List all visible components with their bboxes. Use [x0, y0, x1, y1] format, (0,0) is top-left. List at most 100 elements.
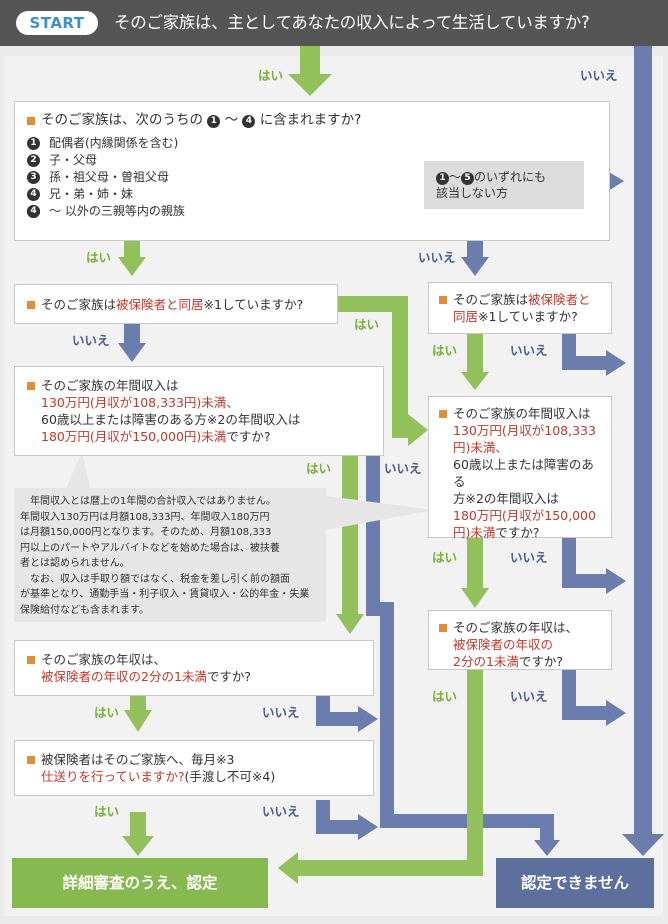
label-no-q1: いいえ: [418, 250, 456, 265]
qL4-a: 被保険者はそのご家族へ、毎月※3: [41, 752, 235, 767]
qL1-b: 被保険者と同居: [116, 297, 204, 312]
q1-pre: そのご家族は、次のうちの: [41, 112, 203, 128]
note-line: は月額150,000円となります。そのため、月額108,333: [20, 527, 272, 538]
q1-mid: 〜: [224, 112, 239, 128]
question-half-income-left-text: そのご家族の年収は、 被保険者の年収の2分の1未満ですか?: [27, 651, 361, 685]
label-yes-qr2: はい: [432, 550, 458, 565]
start-badge: START: [16, 11, 98, 35]
label-no-ql1: いいえ: [72, 333, 110, 348]
question-remittance-text: 被保険者はそのご家族へ、毎月※3 仕送りを行っていますか?(手渡し不可※4): [27, 751, 361, 785]
qL3-b: 被保険者の年収の2分の1未満: [41, 669, 207, 684]
note-pointer: [66, 452, 90, 488]
label-no-ql4: いいえ: [262, 804, 300, 819]
note-line: 者とは認められません。: [20, 558, 130, 569]
label-no-qr1: いいえ: [510, 343, 548, 358]
none-mid: 〜: [449, 170, 462, 184]
num-2-icon: 2: [27, 154, 40, 167]
note-line: 年間収入130万円は月額108,333円、年間収入180万円: [20, 511, 270, 523]
qR2-d2: 円)未満: [453, 525, 496, 540]
label-no-start: いいえ: [580, 68, 618, 83]
qR2-b1: 130万円(月収が108,333: [453, 423, 596, 438]
list-item-text: 兄・弟・姉・妹: [49, 187, 134, 201]
label-no-qr2: いいえ: [510, 550, 548, 565]
arrow-yes-qr1: [461, 334, 489, 390]
arrow-yes-q1: [118, 241, 146, 276]
num-4-icon: 4: [27, 205, 40, 218]
label-yes-start: はい: [258, 68, 284, 83]
arrow-no-ql1: [118, 323, 146, 362]
num-4-icon: 4: [242, 115, 256, 128]
label-yes-qr3: はい: [432, 689, 458, 704]
note-line: が基準となり、通勤手当・利子収入・賃貸収入・公的年金・失業: [20, 589, 310, 600]
qL2-c: 60歳以上または障害のある方※2の年間収入は: [41, 412, 301, 427]
result-deny: 認定できません: [496, 858, 654, 908]
qR3-c: ですか?: [518, 654, 564, 669]
question-income-left-text: そのご家族の年間収入は 130万円(月収が108,333円)未満、 60歳以上ま…: [27, 377, 371, 445]
qR2-d1: 180万円(月収が150,000: [453, 508, 596, 523]
list-item: 51 〜 4 以外の三親等内の親族: [27, 203, 597, 220]
num-1-icon: 1: [436, 172, 449, 185]
arrow-yes-ql1: [338, 296, 428, 446]
list-item-text: 以外の三親等内の親族: [64, 204, 185, 218]
arrow-no-qr2: [562, 538, 626, 594]
income-note: 年間収入とは暦上の1年間の合計収入ではありません。 年間収入130万円は月額10…: [14, 488, 326, 622]
arrow-no-main: [622, 46, 664, 856]
list-item: 3 孫・祖父母・曽祖父母: [27, 169, 597, 186]
question-relationship: そのご家族は、次のうちの 1 〜 4 に含まれますか? 1 配偶者(内縁関係を含む…: [14, 101, 610, 241]
label-yes-ql1: はい: [354, 317, 380, 332]
question-relationship-text: そのご家族は、次のうちの 1 〜 4 に含まれますか?: [27, 112, 597, 129]
qR1-a: そのご家族は: [453, 292, 529, 307]
qL2-d: 180万円(月収が150,000円)未満: [41, 429, 227, 444]
qL2-a: そのご家族の年間収入は: [41, 378, 179, 393]
arrow-no-qr1: [562, 334, 626, 376]
list-item-text: 孫・祖父母・曽祖父母: [49, 170, 170, 184]
q1-post: に含まれますか?: [259, 112, 362, 128]
qR2-b2: 円)未満、: [453, 440, 508, 455]
qL3-a: そのご家族の年収は、: [41, 652, 167, 667]
qL1-c: ※1していますか?: [203, 297, 304, 312]
none-line2: 該当しない方: [436, 186, 509, 200]
note-line: 年間収入とは暦上の1年間の合計収入ではありません。: [20, 496, 277, 507]
qR1-b2: 同居: [453, 309, 479, 324]
label-no-ql3: いいえ: [262, 705, 300, 720]
note-line: なお、収入は手取り額ではなく、税金を差し引く前の額面: [20, 573, 290, 585]
qR3-b1: 被保険者の年収の: [453, 637, 554, 652]
label-yes-q1: はい: [86, 250, 112, 265]
question-income-left: そのご家族の年間収入は 130万円(月収が108,333円)未満、 60歳以上ま…: [14, 366, 384, 456]
label-yes-ql3: はい: [94, 705, 120, 720]
question-cohabit-left-text: そのご家族は被保険者と同居※1していますか?: [27, 296, 325, 313]
label-no-qr3: いいえ: [510, 689, 548, 704]
arrow-yes-qr2: [461, 538, 489, 608]
qR2-e: ですか?: [495, 525, 540, 540]
qL2-e: ですか?: [226, 429, 271, 444]
list-item-text: 配偶者(内縁関係を含む): [49, 136, 179, 150]
note-line: 保険給付なども含まれます。: [20, 604, 149, 616]
question-cohabit-right-text: そのご家族は被保険者と 同居※1していますか?: [439, 291, 601, 325]
label-yes-ql4: はい: [94, 804, 120, 819]
qL2-b: 130万円(月収が108,333円)未満、: [41, 395, 239, 410]
arrow-no-q1: [461, 241, 489, 276]
arrow-yes-ql4: [122, 812, 154, 856]
arrow-no-ql4: [316, 800, 378, 840]
num-5-icon: 5: [461, 172, 475, 185]
note-pointer-right: [326, 496, 434, 530]
num-1-icon: 1: [207, 115, 221, 128]
result-approve: 詳細審査のうえ、認定: [12, 858, 268, 908]
qR2-c2: 方※2の年間収入は: [453, 491, 559, 506]
qR2-c1: 60歳以上または障害のある: [453, 457, 594, 489]
list-item-mid: 〜: [49, 204, 62, 218]
num-3-icon: 3: [27, 171, 40, 184]
question-cohabit-left: そのご家族は被保険者と同居※1していますか?: [14, 284, 338, 324]
question-half-income-right-text: そのご家族の年収は、 被保険者の年収の 2分の1未満ですか?: [439, 619, 601, 670]
arrow-yes-ql2: [336, 456, 364, 634]
label-yes-ql2: はい: [306, 461, 332, 476]
header-bar: START そのご家族は、主としてあなたの収入によって生活していますか?: [0, 0, 668, 46]
arrow-yes-qr3: [278, 670, 483, 884]
qR1-b1: 被保険者と: [528, 292, 591, 307]
none-text1: のいずれにも: [474, 170, 547, 184]
